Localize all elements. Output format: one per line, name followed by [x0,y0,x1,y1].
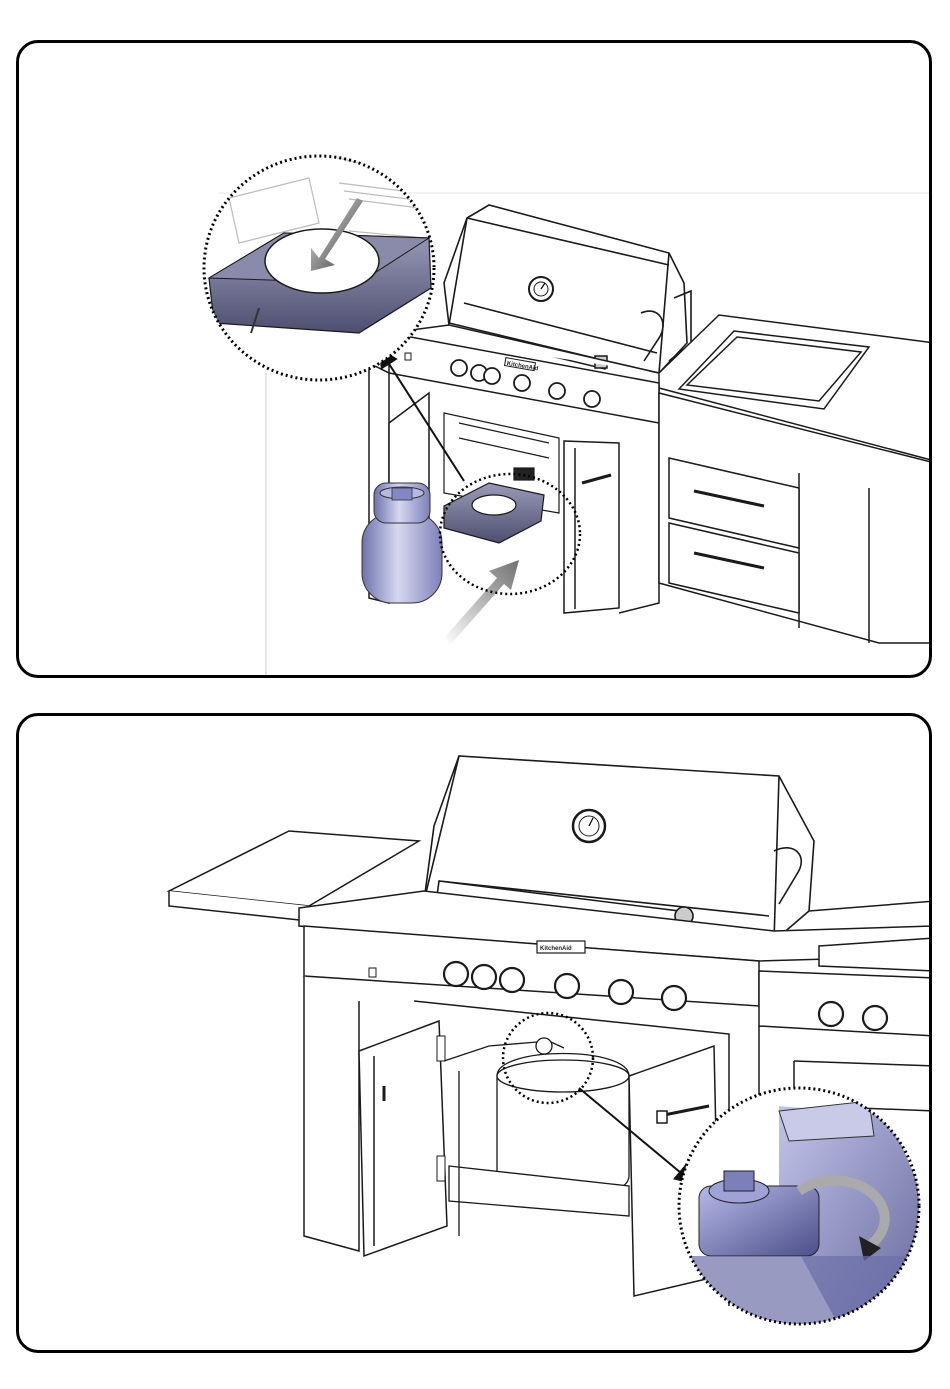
burner-knob[interactable] [609,980,633,1004]
cabinet-door-left[interactable] [359,1021,447,1256]
burner-knob[interactable] [500,968,524,992]
cabinet-door-right[interactable] [564,441,619,613]
burner-knob[interactable] [584,391,600,407]
burner-knob[interactable] [662,986,686,1010]
grill-lid [444,205,691,373]
burner-knob[interactable] [484,368,500,384]
burner-knob[interactable] [514,375,530,391]
griddle-knob[interactable] [863,1006,887,1030]
grill-illustration-2: KitchenAid [19,716,932,1353]
propane-tank [449,1054,629,1237]
ignition-button[interactable] [405,353,411,360]
burner-knob[interactable] [444,962,468,986]
thermometer-gauge [529,277,553,301]
burner-knob[interactable] [549,383,565,399]
thermometer-gauge [573,810,605,842]
burner-knob[interactable] [451,360,467,376]
burner-knob[interactable] [555,974,579,998]
grill-illustration-1: KitchenAid [19,43,932,678]
step-panel-2: KitchenAid [16,713,932,1353]
burner-knob[interactable] [472,965,496,989]
step-panel-1: KitchenAid [16,40,932,678]
griddle-knob[interactable] [819,1002,843,1026]
propane-tank [362,483,442,603]
ignition-button[interactable] [369,968,376,977]
brand-plate-text: KitchenAid [540,946,572,952]
